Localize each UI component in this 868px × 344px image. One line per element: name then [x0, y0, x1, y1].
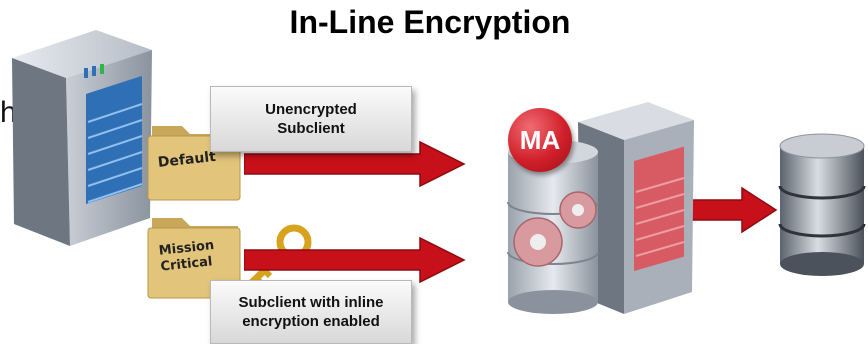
ma-badge: MA: [508, 108, 572, 172]
diagram-title: In-Line Encryption: [289, 4, 571, 40]
callout-line: Unencrypted: [265, 101, 357, 118]
media-agent-icon: [507, 102, 694, 314]
unencrypted-arrow: [244, 140, 466, 188]
unencrypted-subclient-callout: Unencrypted Subclient: [210, 86, 412, 152]
callout-line: Subclient with inline: [238, 294, 384, 311]
stray-text: h: [0, 96, 17, 129]
mission-critical-label-line1: Mission: [158, 238, 215, 259]
default-folder-label: Default: [157, 149, 217, 171]
callout-line: encryption enabled: [242, 313, 380, 330]
inline-encryption-callout: Subclient with inline encryption enabled: [210, 280, 412, 344]
storage-disk-icon: [778, 133, 866, 276]
callout-line: Subclient: [277, 120, 345, 137]
mission-critical-label-line2: Critical: [160, 254, 213, 274]
encrypted-arrow: [244, 236, 466, 284]
ma-to-storage-arrow: [690, 186, 778, 234]
client-server-icon: [12, 30, 152, 246]
